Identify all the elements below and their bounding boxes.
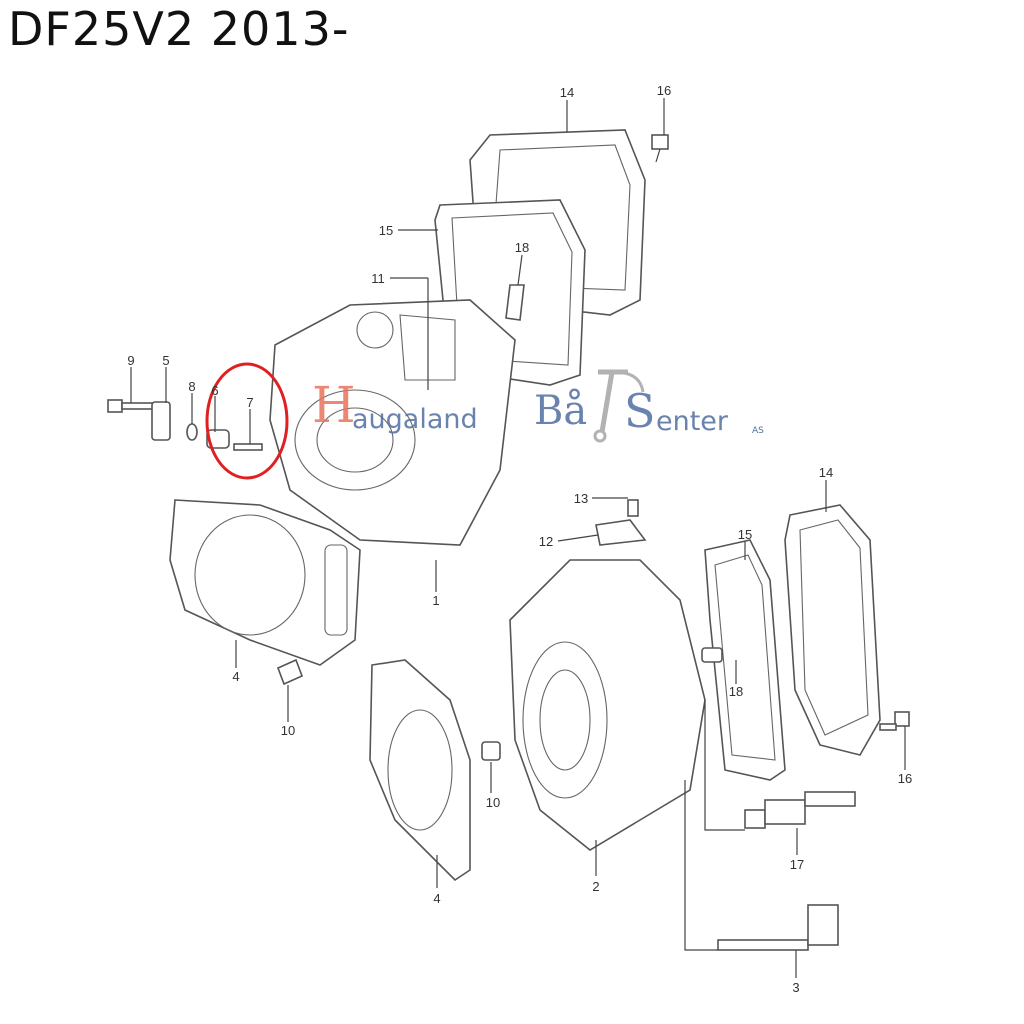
callout-17: 17 [790,857,804,872]
screw-7 [233,443,263,451]
dowel-18-right [701,647,723,663]
callout-6: 6 [211,383,218,398]
callout-9: 9 [127,353,134,368]
callout-4: 4 [232,669,239,684]
callout-18-right: 18 [729,684,743,699]
watermark-ba: Bå [534,388,588,434]
callout-10-lower: 10 [486,795,500,810]
callout-14-right: 14 [819,465,833,480]
bracket-5 [151,401,171,441]
callout-18: 18 [515,240,529,255]
head-gasket-4-lower [369,659,471,882]
watermark-as: AS [752,426,764,436]
callout-10: 10 [281,723,295,738]
anchor-logo-icon [593,369,645,443]
screw-13 [627,499,639,517]
washer-8 [186,423,198,441]
callout-1: 1 [432,593,439,608]
bolt-16-right [879,711,910,731]
callout-3: 3 [792,980,799,995]
head-gasket-4-left [169,499,361,666]
callout-11: 11 [371,271,385,286]
dowel-10-left [276,658,304,686]
callout-15: 15 [379,223,393,238]
highlight-circle [205,362,289,480]
cylinder-head-2 [509,559,706,851]
watermark-s: S [624,384,656,438]
cylinder-head-cover-right [784,504,881,756]
callout-15-right: 15 [738,527,752,542]
collar-6 [206,429,230,449]
watermark-enter: enter [656,406,729,437]
callout-13: 13 [574,491,588,506]
plate-12 [595,519,647,546]
callout-4-lower: 4 [433,891,440,906]
dowel-10-lower [481,741,501,761]
leader-lines [130,98,906,978]
watermark-augaland: augaland [352,404,478,435]
callout-5: 5 [162,353,169,368]
bolt-16-upper [651,134,669,163]
diagram-title: DF25V2 2013- [8,2,350,56]
bolt-3 [717,904,839,951]
callout-16-right: 16 [898,771,912,786]
spark-plug-17 [744,791,856,829]
cover-gasket-right [704,539,786,781]
callout-2: 2 [592,879,599,894]
callout-8: 8 [188,379,195,394]
callout-12: 12 [539,534,553,549]
dowel-18-upper [505,284,525,321]
callout-16: 16 [657,83,671,98]
callout-14: 14 [560,85,574,100]
watermark-h: H [312,376,356,434]
callout-7: 7 [246,395,253,410]
